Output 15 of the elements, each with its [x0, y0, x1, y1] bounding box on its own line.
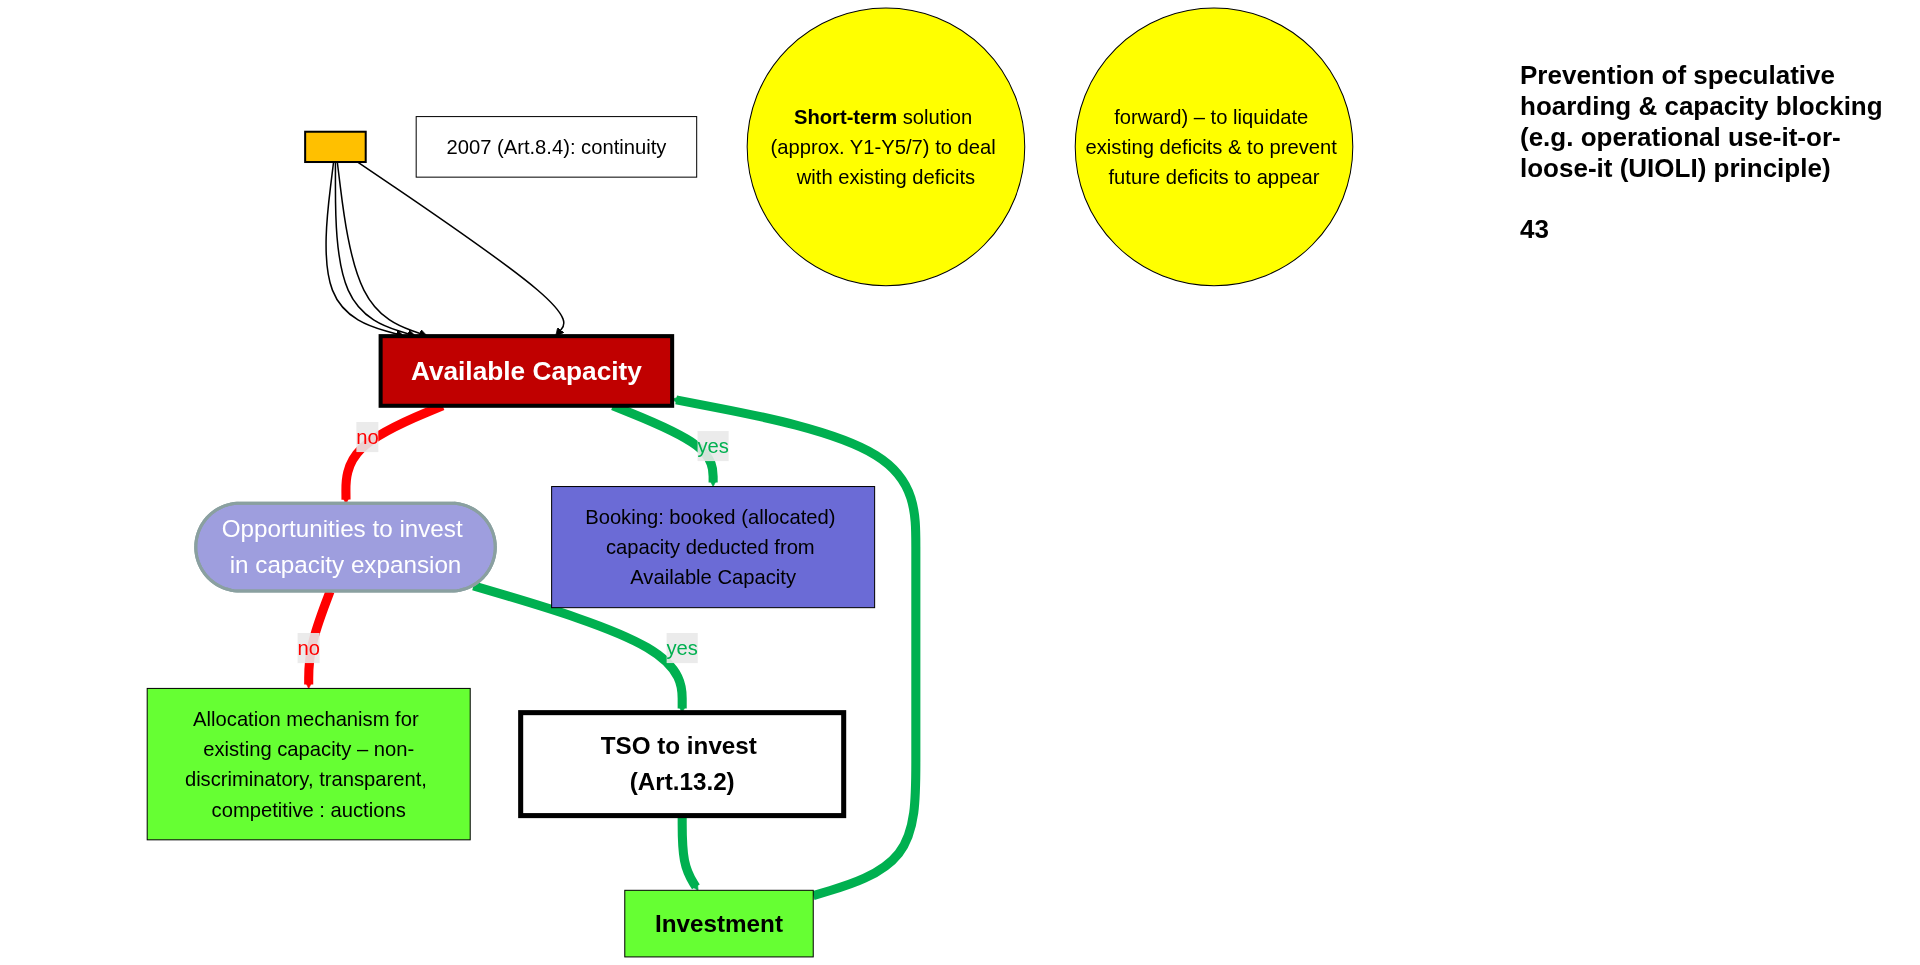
- node-box: TSO to invest (Art.13.2): [518, 710, 847, 819]
- edge-label: no: [297, 636, 320, 660]
- edge-label: no: [356, 425, 379, 449]
- edge-label: yes: [666, 636, 698, 660]
- edge-label: yes: [697, 435, 729, 458]
- node-circle: Short-term solution (approx. Y1-Y5/7) to deal with existing deficits: [746, 7, 1026, 287]
- node-box: Available Capacity: [378, 334, 675, 408]
- node-box: [304, 130, 367, 163]
- node-box: Booking: booked (allocated) capacity deducted from Available Capacity: [551, 486, 876, 609]
- node-box: 2007 (Art.8.4): continuity: [415, 116, 698, 178]
- note-text: 43: [1520, 214, 1550, 245]
- node-circle: forward) – to liquidate existing deficits & to prevent future deficits to appear: [1074, 7, 1354, 287]
- node-box: Investment: [624, 889, 814, 958]
- note-text: Prevention of speculative hoarding & capacity blocking (e.g. operational use-it-or-loose-it (UIOLI) principle): [1520, 60, 1884, 184]
- node-box: Allocation mechanism for existing capacity – non-discriminatory, transparent, competitive : auctions: [146, 687, 471, 841]
